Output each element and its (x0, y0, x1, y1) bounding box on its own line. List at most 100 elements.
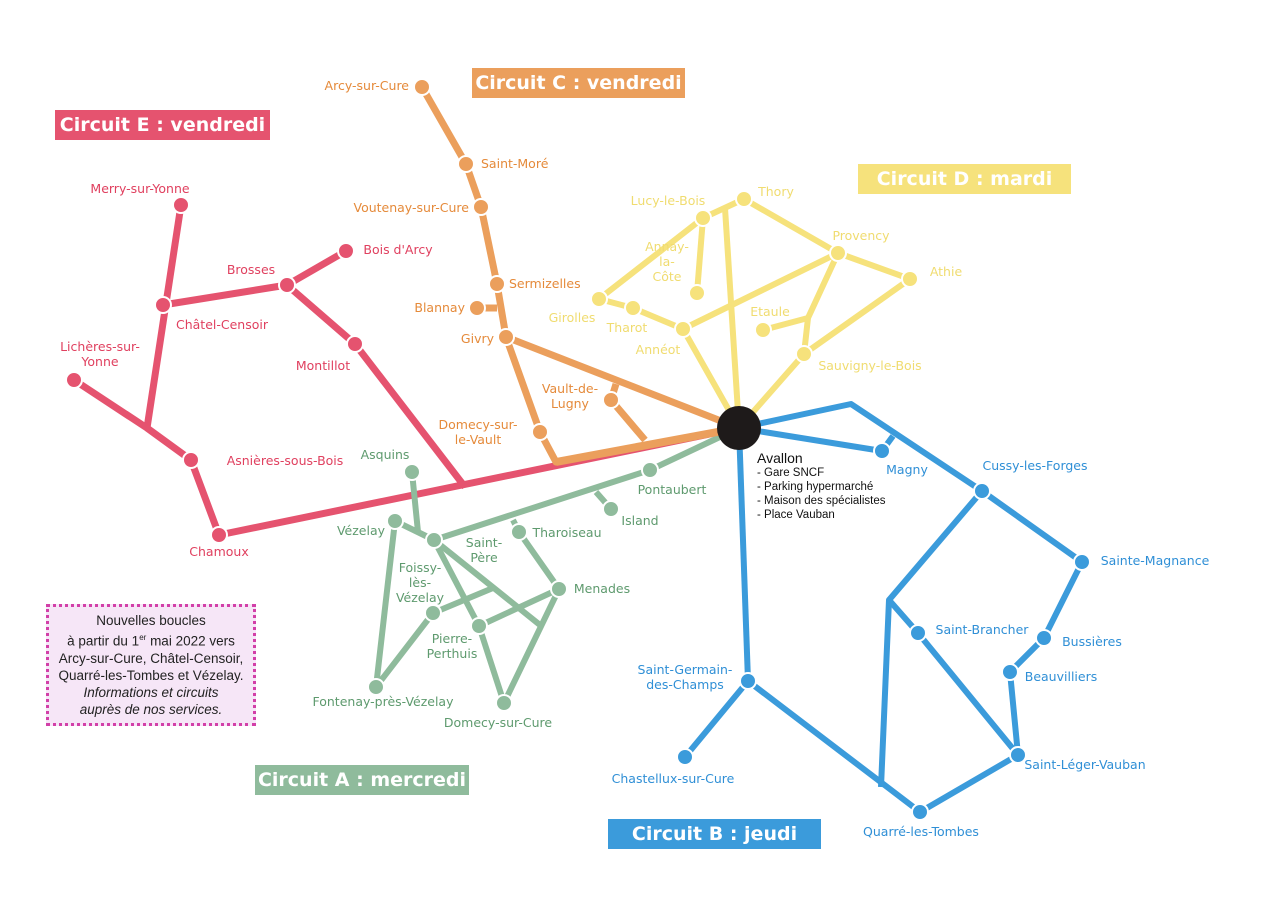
station-label-sauvigny: Sauvigny-le-Bois (818, 358, 921, 373)
station-node-beauvilliers (1001, 663, 1019, 681)
station-label-blannay: Blannay (414, 300, 465, 315)
circuit-a-route (432, 537, 542, 628)
station-label-magnance: Sainte-Magnance (1101, 553, 1210, 568)
station-nodes (65, 78, 1091, 821)
station-node-bussieres (1035, 629, 1053, 647)
station-label-vezelay: Vézelay (337, 523, 386, 538)
station-label-vault: Vault-de-Lugny (542, 381, 598, 411)
station-node-arcy (413, 78, 431, 96)
station-node-licheres (65, 371, 83, 389)
station-node-girolles (590, 290, 608, 308)
station-label-leger: Saint-Léger-Vauban (1024, 757, 1145, 772)
station-label-girolles: Girolles (549, 310, 596, 325)
notice-text: à partir du 1 (67, 633, 140, 649)
notice-line: Nouvelles boucles (96, 613, 206, 628)
station-node-magny (873, 442, 891, 460)
station-node-germain (739, 672, 757, 690)
station-label-chatel: Châtel-Censoir (176, 317, 269, 332)
notice-line: Informations et circuits (83, 684, 219, 700)
station-label-boisdarcy: Bois d'Arcy (363, 242, 433, 257)
station-label-asquins: Asquins (361, 447, 410, 462)
station-node-pierre (470, 617, 488, 635)
circuit-a-title: Circuit A : mercredi (255, 765, 469, 795)
circuit-b-route (682, 401, 1085, 815)
station-node-voutenay (472, 198, 490, 216)
hub-name: Avallon (757, 450, 803, 466)
station-node-athie (901, 270, 919, 288)
station-node-tharot (624, 299, 642, 317)
station-label-merry: Merry-sur-Yonne (90, 181, 189, 196)
station-label-domecycure: Domecy-sur-Cure (444, 715, 553, 730)
station-label-etaule: Etaule (750, 304, 790, 319)
station-node-island (602, 500, 620, 518)
circuit-e-route (162, 247, 348, 309)
notice-line: Quarré-les-Tombes et Vézelay. (58, 667, 244, 683)
station-node-fontenay (367, 678, 385, 696)
circuit-d-route (722, 207, 742, 429)
station-label-chastellux: Chastellux-sur-Cure (612, 771, 735, 786)
station-label-givry: Givry (461, 331, 495, 346)
circuit-d-title: Circuit D : mardi (858, 164, 1071, 194)
station-node-montillot (346, 335, 364, 353)
circuit-c-trunk (555, 424, 740, 466)
station-node-quarre (911, 803, 929, 821)
hub-stop: - Parking hypermarché (757, 481, 874, 493)
notice-line: auprès de nos services. (79, 701, 223, 717)
station-node-thory (735, 190, 753, 208)
notice-line: à partir du 1er mai 2022 vers (49, 629, 253, 650)
hub-stop: - Maison des spécialistes (757, 495, 886, 507)
station-label-quarre: Quarré-les-Tombes (863, 824, 979, 839)
station-node-magnance (1073, 553, 1091, 571)
station-node-menades (550, 580, 568, 598)
station-label-domecyvault: Domecy-sur-le-Vault (439, 417, 518, 447)
station-label-lucy: Lucy-le-Bois (631, 193, 706, 208)
station-label-germain: Saint-Germain-des-Champs (638, 662, 733, 692)
station-node-cussy (973, 482, 991, 500)
circuit-d-route (681, 250, 840, 332)
station-label-beauvilliers: Beauvilliers (1025, 669, 1097, 684)
station-label-licheres: Lichères-sur-Yonne (60, 339, 140, 369)
station-label-cussy: Cussy-les-Forges (983, 458, 1088, 473)
station-node-foissy (424, 604, 442, 622)
station-label-magny: Magny (886, 462, 928, 477)
circuit-c-route (504, 333, 741, 432)
station-label-brancher: Saint-Brancher (936, 622, 1030, 637)
station-node-vault (602, 391, 620, 409)
hub-avallon-info: Avallon - Gare SNCF - Parking hypermarch… (757, 450, 885, 522)
station-node-annay (688, 284, 706, 302)
station-label-arcy: Arcy-sur-Cure (325, 78, 410, 93)
station-label-tharoiseau: Tharoiseau (532, 525, 602, 540)
circuit-b-route (738, 425, 896, 454)
station-node-sermizelles (488, 275, 506, 293)
station-label-voutenay: Voutenay-sur-Cure (353, 200, 469, 215)
hub-stop: - Gare SNCF (757, 467, 825, 479)
station-node-saintpere (425, 531, 443, 549)
station-node-etaule (754, 321, 772, 339)
station-node-chamoux (210, 526, 228, 544)
station-label-asnieres: Asnières-sous-Bois (227, 453, 344, 468)
station-label-thory: Thory (757, 184, 794, 199)
station-label-fontenay: Fontenay-près-Vézelay (312, 694, 454, 709)
circuit-e-title: Circuit E : vendredi (55, 110, 270, 140)
station-node-brancher (909, 624, 927, 642)
station-node-chastellux (676, 748, 694, 766)
station-label-anneot: Annéot (636, 342, 681, 357)
station-node-provency (829, 244, 847, 262)
station-node-anneot (674, 320, 692, 338)
circuit-b-route (878, 489, 985, 788)
notice-line: Arcy-sur-Cure, Châtel-Censoir, (58, 650, 244, 666)
station-node-chatel (154, 296, 172, 314)
station-label-chamoux: Chamoux (189, 544, 248, 559)
station-node-brosses (278, 276, 296, 294)
station-node-asquins (403, 463, 421, 481)
station-label-island: Island (621, 513, 658, 528)
station-node-sauvigny (795, 345, 813, 363)
station-label-bussieres: Bussières (1062, 634, 1122, 649)
station-label-provency: Provency (832, 228, 890, 243)
circuit-e-route (143, 204, 185, 429)
station-label-brosses: Brosses (227, 262, 275, 277)
station-label-saintpere: Saint-Père (466, 535, 502, 565)
circuit-d-route (598, 296, 742, 430)
station-label-foissy: Foissy-lès-Vézelay (396, 560, 445, 605)
